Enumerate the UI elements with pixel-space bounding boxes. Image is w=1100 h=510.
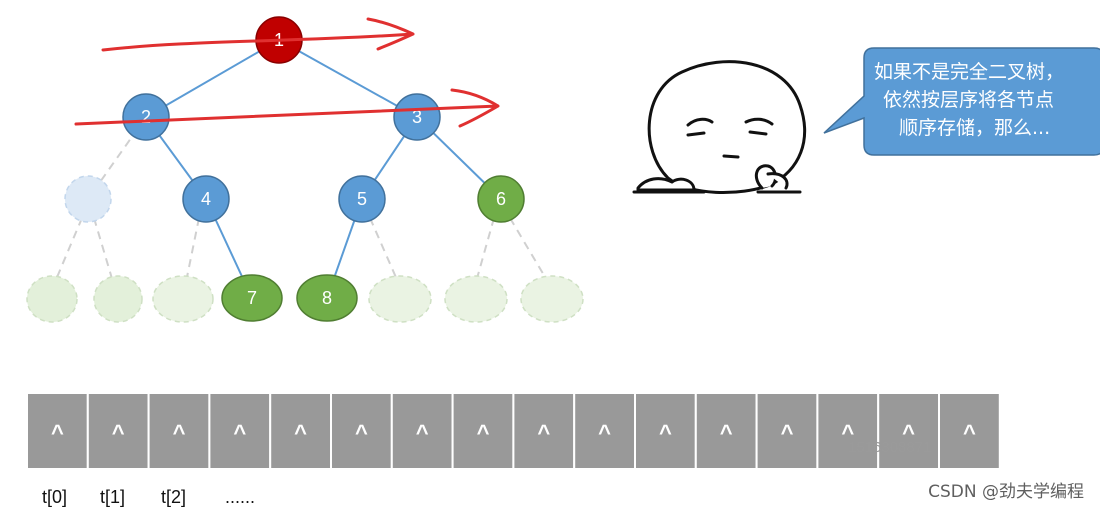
- index-label: t[0]: [42, 487, 67, 507]
- svg-text:3: 3: [412, 107, 422, 127]
- array-cell: [938, 392, 1001, 470]
- ghost-branches: [54, 116, 549, 283]
- array-cell-symbol: ^: [902, 420, 915, 445]
- svg-text:2: 2: [141, 107, 151, 127]
- ghost-leaf: [152, 275, 214, 323]
- index-label: t[2]: [161, 487, 186, 507]
- ghost-leaf: [520, 275, 584, 323]
- storage-array: ^ ^ ^ ^ ^ ^ ^ ^ ^ ^ ^ ^ ^ ^ ^ ^: [26, 392, 1001, 470]
- svg-text:8: 8: [322, 288, 332, 308]
- array-cell-symbol: ^: [598, 420, 611, 445]
- node-7: 7: [221, 274, 283, 322]
- array-cell: [147, 392, 211, 470]
- array-cell: [390, 392, 454, 470]
- array-cell-symbol: ^: [720, 420, 733, 445]
- tree-edges: [145, 39, 502, 299]
- node-6: 6: [477, 175, 525, 223]
- array-cell-symbol: ^: [233, 420, 246, 445]
- node-8: 8: [296, 274, 358, 322]
- index-label: t[1]: [100, 487, 125, 507]
- scan-arrow-level-1: [101, 17, 415, 52]
- ghost-leaf: [444, 275, 508, 323]
- array-cell-symbol: ^: [963, 420, 976, 445]
- svg-text:5: 5: [357, 189, 367, 209]
- array-cell-symbol: ^: [112, 420, 125, 445]
- array-cell: [451, 392, 515, 470]
- array-cell-symbol: ^: [537, 420, 550, 445]
- array-cell-symbol: ^: [416, 420, 429, 445]
- node-4: 4: [182, 175, 230, 223]
- array-cell-symbol: ^: [659, 420, 672, 445]
- array-cell: [208, 392, 272, 470]
- array-cell-symbol: ^: [477, 420, 490, 445]
- array-cell-symbol: ^: [841, 420, 854, 445]
- array-cell-symbol: ^: [51, 420, 64, 445]
- array-cell: [512, 392, 576, 470]
- svg-text:6: 6: [496, 189, 506, 209]
- index-label: ......: [225, 487, 255, 507]
- array-cell: [26, 392, 89, 470]
- svg-text:4: 4: [201, 189, 211, 209]
- watermark: 1516308871: [848, 439, 931, 456]
- ghost-leaf: [368, 275, 432, 323]
- array-cell: [694, 392, 758, 470]
- array-index-labels: t[0] t[1] t[2] ......: [42, 487, 255, 507]
- bubble-line-3: 顺序存储，那么...: [899, 117, 1050, 139]
- ghost-leaf: [93, 275, 143, 323]
- bubble-line-2: 依然按层序将各节点: [883, 89, 1054, 111]
- array-cell: [877, 392, 941, 470]
- ghost-nodes: [26, 175, 584, 323]
- array-cell-symbol: ^: [173, 420, 186, 445]
- node-5: 5: [338, 175, 386, 223]
- array-cell: [816, 392, 880, 470]
- bubble-line-1: 如果不是完全二叉树，: [874, 61, 1064, 83]
- array-cell: [330, 392, 393, 470]
- scan-arrow-level-2: [74, 88, 500, 128]
- array-cell-symbol: ^: [781, 420, 794, 445]
- ghost-node: [64, 175, 112, 223]
- svg-text:7: 7: [247, 288, 257, 308]
- array-cell-symbol: ^: [294, 420, 307, 445]
- node-3: 3: [393, 93, 441, 141]
- array-cell-symbol: ^: [355, 420, 368, 445]
- speech-bubble: 如果不是完全二叉树， 依然按层序将各节点 顺序存储，那么...: [823, 47, 1100, 156]
- node-2: 2: [122, 93, 170, 141]
- credit-label: CSDN @劲夫学编程: [928, 482, 1084, 502]
- array-cell: [573, 392, 637, 470]
- array-cell: [269, 392, 333, 470]
- thinking-face-icon: [632, 60, 807, 195]
- ghost-leaf: [26, 275, 78, 323]
- scan-arrows: [74, 17, 500, 128]
